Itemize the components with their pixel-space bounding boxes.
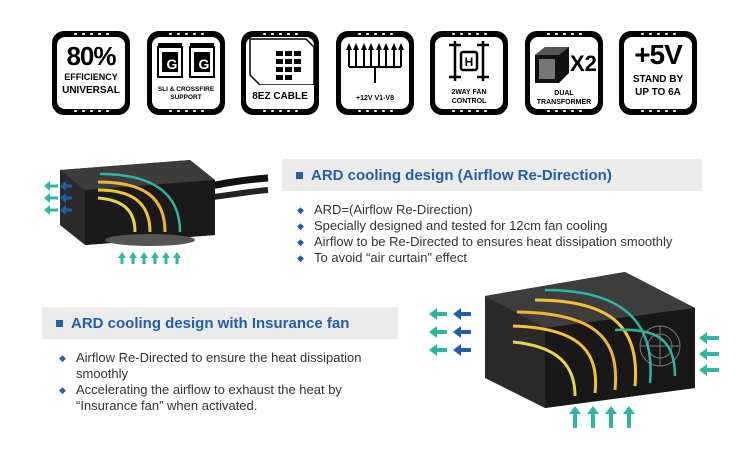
transformer-icon: [535, 47, 569, 83]
diamond-bullet-icon: ◆: [297, 237, 304, 247]
badge-efficiency: 80% EFFICIENCY UNIVERSAL: [52, 31, 130, 115]
badge-transformer-mult: X2: [570, 51, 597, 76]
section2-square-icon: [56, 319, 63, 327]
badge-ez-cable-label: 8EZ CABLE: [252, 91, 308, 102]
badge-12v-label: +12V V1-V8: [356, 95, 394, 102]
psu-airflow-illustration-2: [429, 272, 719, 428]
badge-standby: +5V STAND BY UP TO 6A: [619, 31, 697, 115]
gpu-cards-icon: [157, 43, 215, 78]
badge-standby-line1: STAND BY: [632, 74, 684, 85]
badge-transformer-line2: TRANSFORMER: [536, 99, 592, 106]
section2-header: ARD cooling design with Insurance fan: [42, 307, 398, 339]
diamond-bullet-icon: ◆: [59, 353, 66, 363]
badge-sli-line2: SUPPORT: [170, 94, 202, 101]
diamond-bullet-icon: ◆: [297, 221, 304, 231]
badge-12v-rails: +12V V1-V8: [336, 31, 414, 115]
feature-badges: 80% EFFICIENCY UNIVERSAL G G SLI & CROSS…: [52, 31, 698, 117]
gpu-letter-1: G: [166, 56, 178, 72]
intake-arrows-right: [699, 332, 719, 376]
fan-control-icon: H: [449, 41, 489, 81]
list-item: ◆Airflow Re-Directed to ensure the heat …: [59, 350, 362, 381]
exhaust-arrows-left: [44, 181, 72, 215]
badge-sli-line1: SLI & CROSSFIRE: [157, 86, 215, 93]
section2-bullets: ◆Airflow Re-Directed to ensure the heat …: [58, 350, 378, 414]
section1-square-icon: [296, 171, 303, 179]
modular-cable-icon: [249, 38, 314, 85]
badge-transformer-line1: DUAL: [554, 90, 574, 97]
badge-efficiency-line1: EFFICIENCY: [64, 72, 118, 82]
badge-fan-line1: 2WAY FAN: [451, 89, 487, 96]
section1-bullets: ◆ARD=(Airflow Re-Direction) ◆Specially d…: [296, 202, 716, 266]
badge-sli-crossfire: G G SLI & CROSSFIRE SUPPORT: [147, 31, 225, 115]
intake-arrows-bottom: [118, 252, 181, 264]
exhaust-arrows-left: [429, 308, 471, 356]
intake-arrows-bottom: [569, 406, 635, 428]
badge-efficiency-line2: UNIVERSAL: [62, 85, 120, 96]
list-item: ◆To avoid “air curtain” effect: [297, 250, 467, 265]
badge-ez-cable: 8EZ CABLE: [241, 31, 319, 115]
badge-efficiency-value: 80%: [66, 41, 116, 71]
badge-standby-line2: UP TO 6A: [635, 87, 681, 98]
section1-title: ARD cooling design (Airflow Re-Direction…: [311, 166, 612, 184]
list-item: ◆Airflow to be Re-Directed to ensures he…: [297, 234, 673, 249]
list-item: ◆Specially designed and tested for 12cm …: [297, 218, 608, 233]
badge-dual-transformer: X2 DUAL TRANSFORMER: [525, 31, 603, 115]
diamond-bullet-icon: ◆: [297, 253, 304, 263]
diamond-bullet-icon: ◆: [59, 385, 66, 395]
badge-fan-line2: CONTROL: [451, 98, 487, 105]
gpu-letter-2: G: [198, 56, 210, 72]
rails-fork-icon: [346, 43, 404, 83]
psu-airflow-illustration-1: [44, 160, 269, 264]
list-item: ◆ARD=(Airflow Re-Direction): [297, 202, 473, 217]
section2-title: ARD cooling design with Insurance fan: [71, 314, 350, 332]
badge-2way-fan: H 2WAY FAN CONTROL: [430, 31, 508, 115]
diamond-bullet-icon: ◆: [297, 205, 304, 215]
section1-header: ARD cooling design (Airflow Re-Direction…: [282, 159, 702, 191]
badge-standby-value: +5V: [634, 39, 683, 70]
svg-text:H: H: [465, 55, 474, 69]
list-item: ◆Accelerating the airflow to exhaust the…: [59, 382, 342, 413]
